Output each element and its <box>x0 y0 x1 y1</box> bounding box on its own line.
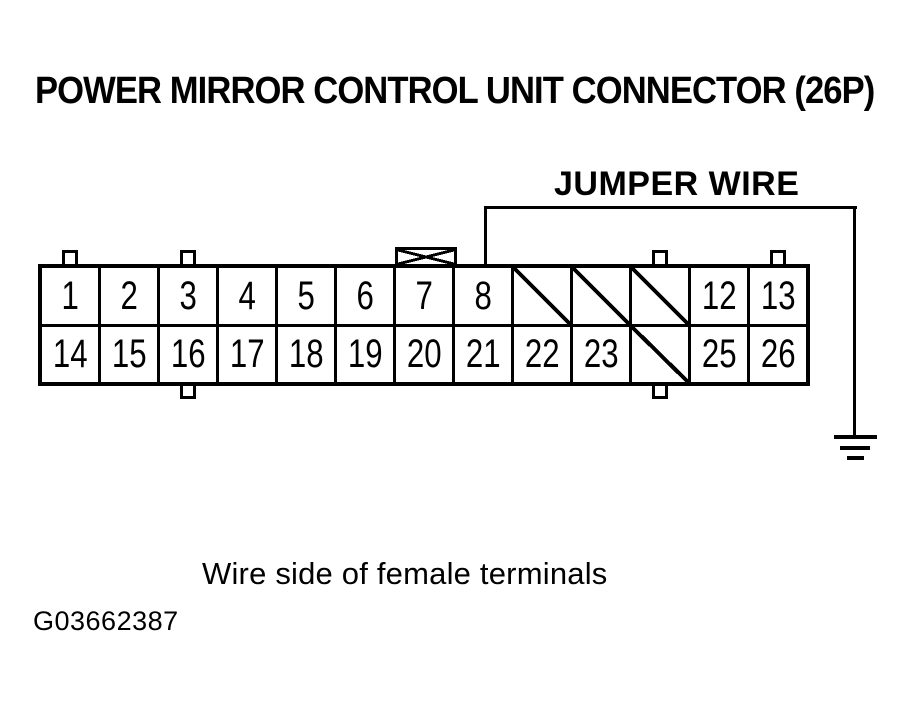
terminal-number: 4 <box>238 273 256 318</box>
terminal-cell-19: 19 <box>337 326 393 382</box>
terminal-number: 5 <box>297 273 315 318</box>
terminal-number: 22 <box>524 332 560 377</box>
terminal-number: 12 <box>701 273 737 318</box>
jumper-wire-horizontal-line <box>484 206 857 209</box>
terminal-number: 21 <box>465 332 501 377</box>
connector-tab <box>62 250 78 264</box>
terminal-cell-5: 5 <box>278 268 334 324</box>
terminal-cell-13: 13 <box>750 268 806 324</box>
terminal-number: 13 <box>760 273 796 318</box>
terminal-number: 6 <box>356 273 374 318</box>
terminal-number: 18 <box>288 332 324 377</box>
terminal-number: 19 <box>347 332 383 377</box>
blank-terminal-cell <box>632 268 688 324</box>
terminal-cell-22: 22 <box>514 326 570 382</box>
terminal-cell-6: 6 <box>337 268 393 324</box>
terminal-cell-7: 7 <box>396 268 452 324</box>
blank-terminal-cell <box>514 268 570 324</box>
terminal-number: 1 <box>61 273 79 318</box>
terminal-cell-1: 1 <box>42 268 98 324</box>
terminal-number: 3 <box>179 273 197 318</box>
ground-icon <box>834 435 877 439</box>
jumper-wire-left-vertical-line <box>484 206 487 266</box>
terminal-cell-12: 12 <box>691 268 747 324</box>
terminal-cell-21: 21 <box>455 326 511 382</box>
connector-tab <box>652 385 668 399</box>
terminal-cell-4: 4 <box>219 268 275 324</box>
terminal-number: 26 <box>760 332 796 377</box>
terminal-number: 23 <box>583 332 619 377</box>
wire-side-caption: Wire side of female terminals <box>202 556 608 591</box>
terminal-cell-15: 15 <box>101 326 157 382</box>
terminal-cell-8: 8 <box>455 268 511 324</box>
connector-tab <box>770 250 786 264</box>
terminal-number: 8 <box>474 273 492 318</box>
connector-tab <box>652 250 668 264</box>
terminal-cell-16: 16 <box>160 326 216 382</box>
terminal-cell-25: 25 <box>691 326 747 382</box>
connector-tab <box>180 250 196 264</box>
terminal-cell-18: 18 <box>278 326 334 382</box>
connector-tab <box>180 385 196 399</box>
figure-id: G03662387 <box>33 606 179 636</box>
ground-icon <box>847 456 864 460</box>
terminal-number: 2 <box>120 273 138 318</box>
terminal-number: 7 <box>415 273 433 318</box>
terminal-number: 20 <box>406 332 442 377</box>
terminal-number: 25 <box>701 332 737 377</box>
terminal-number: 17 <box>229 332 265 377</box>
terminal-cell-23: 23 <box>573 326 629 382</box>
ground-icon <box>840 446 870 450</box>
terminal-cell-26: 26 <box>750 326 806 382</box>
terminal-number: 14 <box>52 332 88 377</box>
terminal-number: 15 <box>111 332 147 377</box>
terminal-cell-20: 20 <box>396 326 452 382</box>
blank-terminal-cell <box>573 268 629 324</box>
terminal-number: 16 <box>170 332 206 377</box>
terminal-cell-3: 3 <box>160 268 216 324</box>
terminal-cell-17: 17 <box>219 326 275 382</box>
terminal-cell-14: 14 <box>42 326 98 382</box>
terminal-cell-2: 2 <box>101 268 157 324</box>
diagram-title: POWER MIRROR CONTROL UNIT CONNECTOR (26P… <box>35 70 875 112</box>
jumper-wire-label: JUMPER WIRE <box>554 165 800 203</box>
jumper-wire-right-vertical-line <box>853 206 856 437</box>
blank-terminal-cell <box>632 326 688 382</box>
